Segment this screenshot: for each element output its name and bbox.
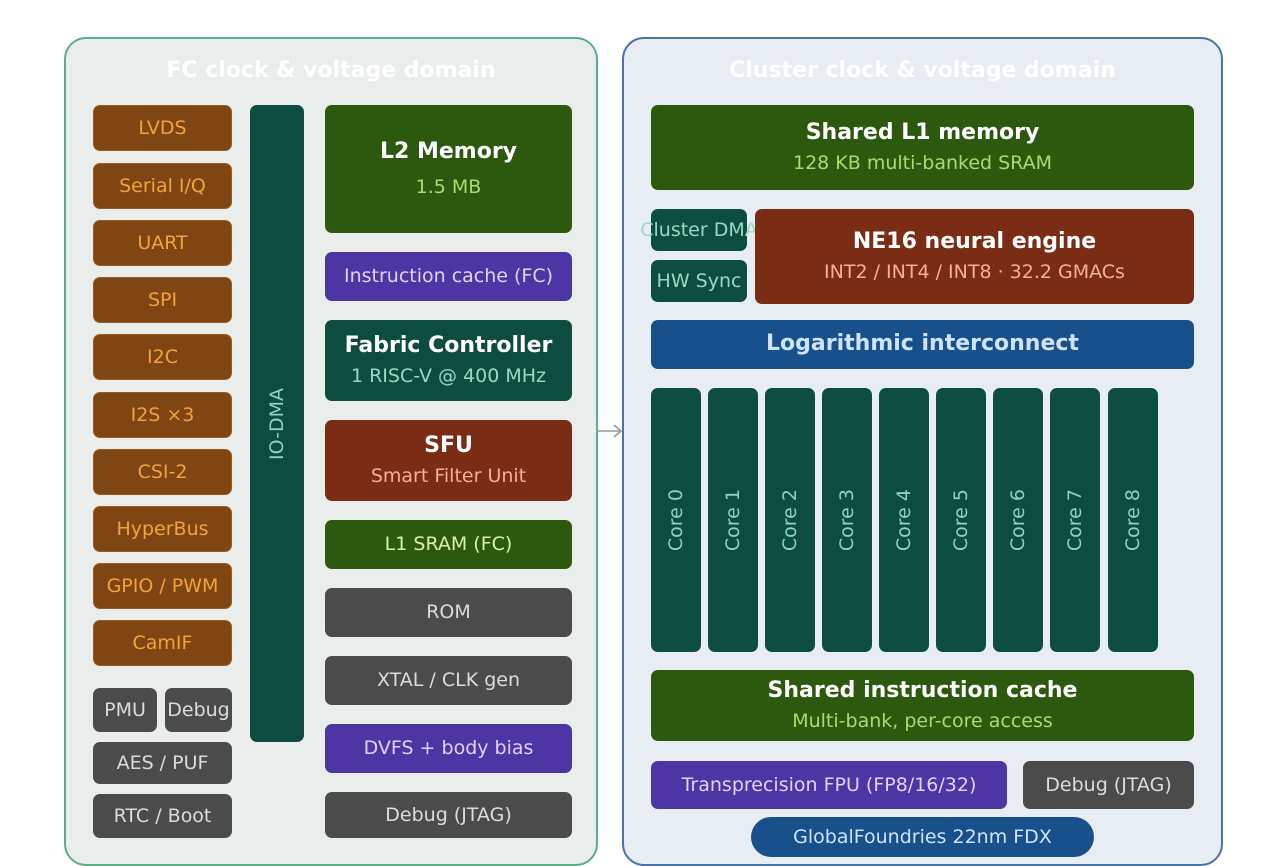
fc-instruction-cache-block: Instruction cache (FC) [325, 252, 572, 301]
core-1: Core 1 [708, 388, 758, 652]
dvfs-body-bias-block: DVFS + body bias [325, 724, 572, 773]
io-dma-bar: IO-DMA [250, 105, 304, 742]
rtc-boot-block: RTC / Boot [93, 794, 232, 838]
core-label: Core 1 [722, 488, 744, 552]
core-5: Core 5 [936, 388, 986, 652]
fc-to-cluster-arrow-icon [597, 424, 623, 438]
peripheral-camif: CamIF [93, 620, 232, 666]
shared-l1-subtitle: 128 KB multi-banked SRAM [793, 152, 1052, 175]
peripheral-hyperbus: HyperBus [93, 506, 232, 552]
debug-block: Debug [165, 688, 232, 732]
rom-block: ROM [325, 588, 572, 637]
core-label: Core 5 [950, 488, 972, 552]
fabric-controller-spec: 1 RISC-V @ 400 MHz [350, 365, 547, 388]
shared-icache-title: Shared instruction cache [767, 677, 1078, 703]
ne16-subtitle: INT2 / INT4 / INT8 · 32.2 GMACs [824, 261, 1125, 284]
interconnect-label: Logarithmic interconnect [766, 331, 1079, 357]
core-0: Core 0 [651, 388, 701, 652]
fc-l1-sram-block: L1 SRAM (FC) [325, 520, 572, 569]
cluster-debug-jtag-block: Debug (JTAG) [1023, 761, 1194, 809]
sfu-block: SFU Smart Filter Unit [325, 420, 572, 501]
fabric-controller-block: Fabric Controller 1 RISC-V @ 400 MHz [325, 320, 572, 401]
cluster-domain-title: Cluster clock & voltage domain [729, 58, 1116, 83]
fc-domain-title: FC clock & voltage domain [166, 58, 496, 83]
peripheral-i2s: I2S ×3 [93, 392, 232, 438]
core-label: Core 8 [1122, 488, 1144, 552]
core-label: Core 6 [1007, 488, 1029, 552]
core-3: Core 3 [822, 388, 872, 652]
core-label: Core 2 [779, 488, 801, 552]
peripheral-i2c: I2C [93, 334, 232, 380]
fc-debug-jtag-block: Debug (JTAG) [325, 792, 572, 838]
aes-puf-block: AES / PUF [93, 742, 232, 784]
core-label: Core 7 [1064, 488, 1086, 552]
cluster-dma-block: Cluster DMA [640, 209, 758, 251]
peripheral-gpio-pwm: GPIO / PWM [93, 563, 232, 609]
core-label: Core 4 [893, 488, 915, 552]
shared-icache-subtitle: Multi-bank, per-core access [792, 710, 1053, 733]
peripheral-csi2: CSI-2 [93, 449, 232, 495]
ne16-title: NE16 neural engine [852, 228, 1097, 254]
core-7: Core 7 [1050, 388, 1100, 652]
peripheral-lvds: LVDS [93, 105, 232, 151]
sfu-title: SFU [424, 432, 473, 458]
foundry-badge: GlobalFoundries 22nm FDX [751, 817, 1094, 857]
peripheral-serial-iq: Serial I/Q [93, 163, 232, 209]
l2-memory-size: 1.5 MB [415, 175, 482, 198]
l2-memory-title: L2 Memory [379, 139, 518, 165]
core-label: Core 3 [836, 488, 858, 552]
shared-l1-title: Shared L1 memory [805, 119, 1040, 145]
core-6: Core 6 [993, 388, 1043, 652]
fabric-controller-title: Fabric Controller [344, 332, 553, 358]
peripheral-uart: UART [93, 220, 232, 266]
xtal-clk-gen-block: XTAL / CLK gen [325, 656, 572, 705]
hw-sync-block: HW Sync [651, 260, 747, 302]
core-2: Core 2 [765, 388, 815, 652]
l2-memory-block: L2 Memory 1.5 MB [325, 105, 572, 233]
shared-instruction-cache-block: Shared instruction cache Multi-bank, per… [651, 670, 1194, 741]
logarithmic-interconnect-block: Logarithmic interconnect [651, 320, 1194, 369]
peripheral-spi: SPI [93, 277, 232, 323]
ne16-neural-engine-block: NE16 neural engine INT2 / INT4 / INT8 · … [755, 209, 1194, 304]
core-8: Core 8 [1108, 388, 1158, 652]
transprecision-fpu-block: Transprecision FPU (FP8/16/32) [651, 761, 1007, 809]
sfu-subtitle: Smart Filter Unit [370, 465, 527, 488]
shared-l1-memory-block: Shared L1 memory 128 KB multi-banked SRA… [651, 105, 1194, 190]
core-label: Core 0 [665, 488, 687, 552]
io-dma-label: IO-DMA [265, 387, 288, 460]
core-4: Core 4 [879, 388, 929, 652]
pmu-block: PMU [93, 688, 157, 732]
